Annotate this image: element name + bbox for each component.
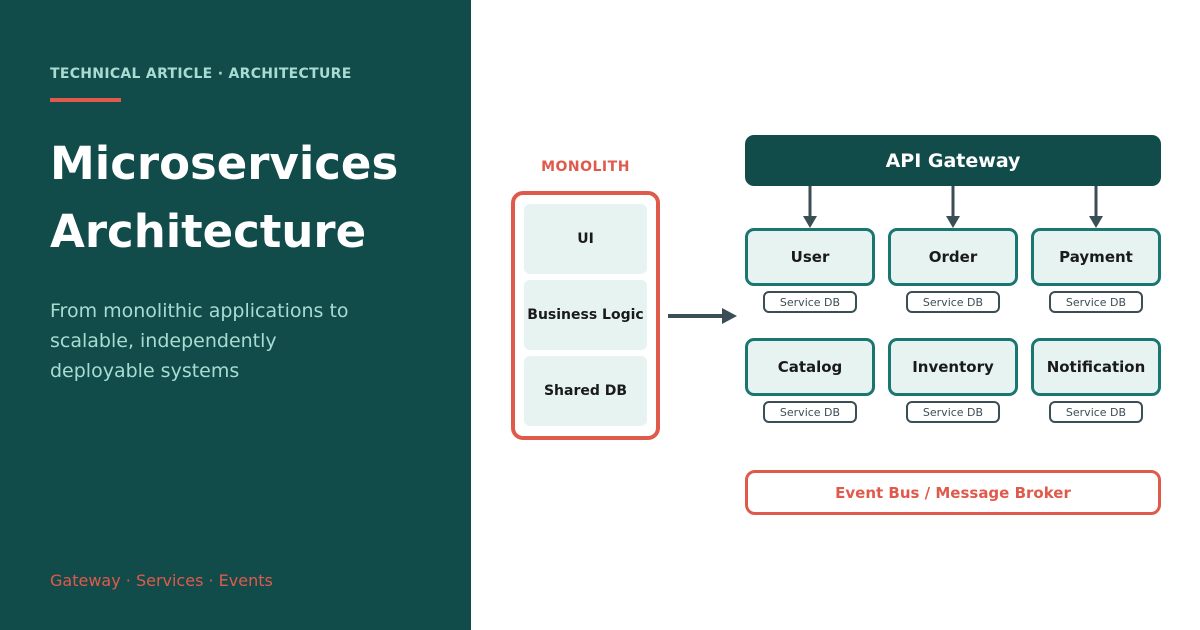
service-inventory: Inventory [888,338,1018,396]
event-bus: Event Bus / Message Broker [745,470,1161,515]
title-line-2: Architecture [50,205,367,258]
service-catalog: Catalog [745,338,875,396]
subtitle-line: From monolithic applications to [50,300,349,322]
service-payment: Payment [1031,228,1161,286]
monolith-layer-shared-db: Shared DB [524,356,647,426]
gateway-arrows [803,186,1103,228]
down-arrow-icon [803,186,817,228]
page-title: Microservices Architecture [50,130,398,266]
service-db-payment: Service DB [1049,291,1143,313]
article-eyebrow: TECHNICAL ARTICLE · ARCHITECTURE [50,66,352,82]
service-db-notification: Service DB [1049,401,1143,423]
down-arrow-icon [1089,186,1103,228]
page-subtitle: From monolithic applications to scalable… [50,296,410,386]
monolith-layer-ui: UI [524,204,647,274]
monolith-box: UI Business Logic Shared DB [511,191,660,440]
subtitle-line: scalable, independently [50,330,277,352]
right-arrow-icon [668,308,737,324]
down-arrow-icon [946,186,960,228]
service-notification: Notification [1031,338,1161,396]
service-user: User [745,228,875,286]
service-db-user: Service DB [763,291,857,313]
service-db-catalog: Service DB [763,401,857,423]
api-gateway: API Gateway [745,135,1161,186]
subtitle-line: deployable systems [50,360,240,382]
monolith-label: MONOLITH [541,159,630,175]
footer-tags: Gateway · Services · Events [50,571,273,590]
service-db-order: Service DB [906,291,1000,313]
left-panel: TECHNICAL ARTICLE · ARCHITECTURE Microse… [0,0,471,630]
monolith-layer-business-logic: Business Logic [524,280,647,350]
service-db-inventory: Service DB [906,401,1000,423]
service-order: Order [888,228,1018,286]
title-line-1: Microservices [50,137,399,190]
accent-divider [50,98,121,102]
